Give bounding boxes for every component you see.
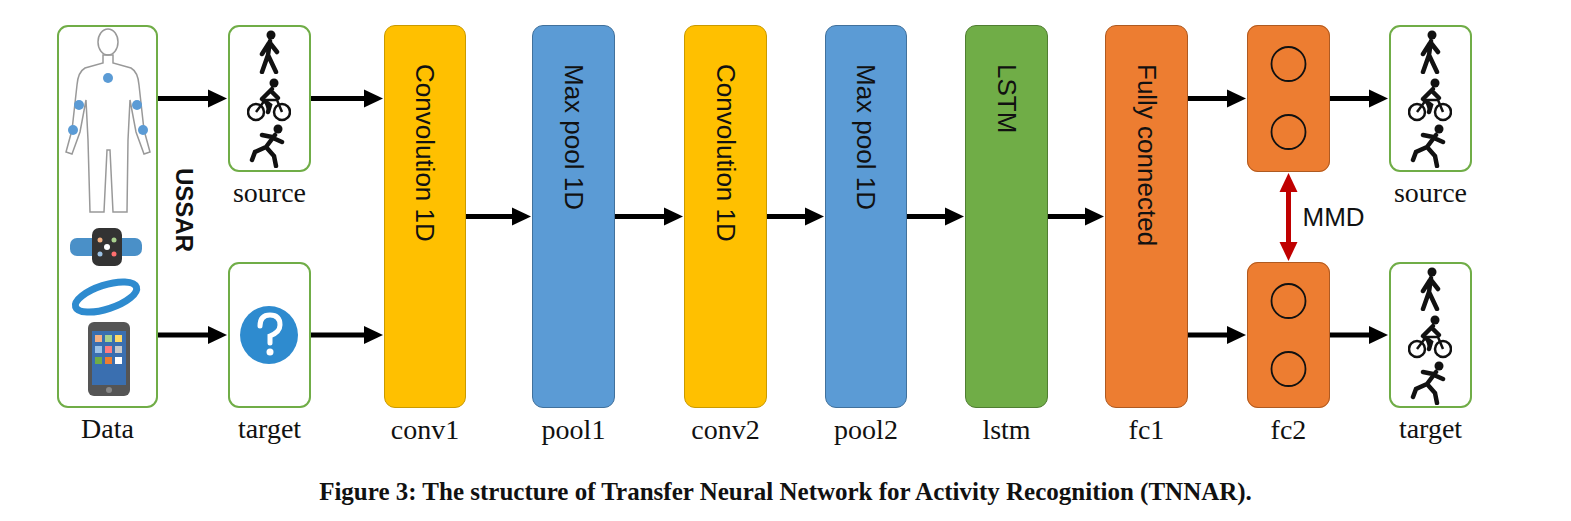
flow-arrow [767, 214, 805, 219]
flow-arrow [1188, 96, 1227, 101]
flow-arrow [158, 333, 208, 338]
flow-arrow [158, 96, 208, 101]
figure-caption: Figure 3: The structure of Transfer Neur… [0, 478, 1571, 506]
input-box: source [1389, 25, 1472, 172]
layer-name: Convolution 1D [412, 64, 438, 242]
layer-caption: fc1 [1129, 413, 1165, 447]
layer-caption: target [238, 412, 301, 446]
flow-arrow [1330, 333, 1369, 338]
flow-arrow [907, 214, 945, 219]
layer-caption: conv2 [691, 413, 759, 447]
layer-name: Fully connected [1134, 64, 1160, 246]
flow-arrow [466, 214, 512, 219]
dataset-name: USSAR [172, 168, 196, 252]
layer-caption: target [1399, 412, 1462, 446]
layer-name: Max pool 1D [561, 64, 587, 210]
flow-arrow [311, 96, 364, 101]
layer-caption: source [233, 176, 306, 210]
edge-label: MMD [1301, 203, 1367, 232]
mmd-arrow [1286, 192, 1291, 242]
pooling-layer: Max pool 1Dpool1 [532, 25, 615, 408]
input-box: target [1389, 262, 1472, 408]
input-box: Data [57, 25, 158, 408]
question-icon [240, 306, 298, 364]
human-body [66, 29, 150, 212]
smart-watch [70, 228, 142, 266]
layer-caption: pool1 [542, 413, 606, 447]
flow-arrow [615, 214, 664, 219]
smart-phone [88, 322, 130, 396]
flow-arrow [311, 333, 364, 338]
input-box: target [228, 262, 311, 408]
layer-caption: fc2 [1271, 413, 1307, 447]
wrist-band [72, 276, 140, 319]
layer-name: Convolution 1D [713, 64, 739, 242]
output-layer: fc2 [1247, 262, 1330, 408]
convolution-layer: Convolution 1Dconv1 [384, 25, 466, 408]
layer-caption: pool2 [834, 413, 898, 447]
layer-caption: conv1 [391, 413, 459, 447]
layer-caption: source [1394, 176, 1467, 210]
layer-caption: Data [81, 412, 134, 446]
flow-arrow [1330, 96, 1369, 101]
input-box: source [228, 25, 311, 172]
pooling-layer: Max pool 1Dpool2 [825, 25, 907, 408]
lstm-layer: LSTMlstm [965, 25, 1048, 408]
layer-name: Max pool 1D [853, 64, 879, 210]
flow-arrow [1048, 214, 1085, 219]
layer-caption: lstm [982, 413, 1030, 447]
convolution-layer: Convolution 1Dconv2 [684, 25, 767, 408]
output-layer [1247, 25, 1330, 172]
flow-arrow [1188, 333, 1227, 338]
layer-name: LSTM [994, 64, 1020, 133]
dense-layer: Fully connectedfc1 [1105, 25, 1188, 408]
